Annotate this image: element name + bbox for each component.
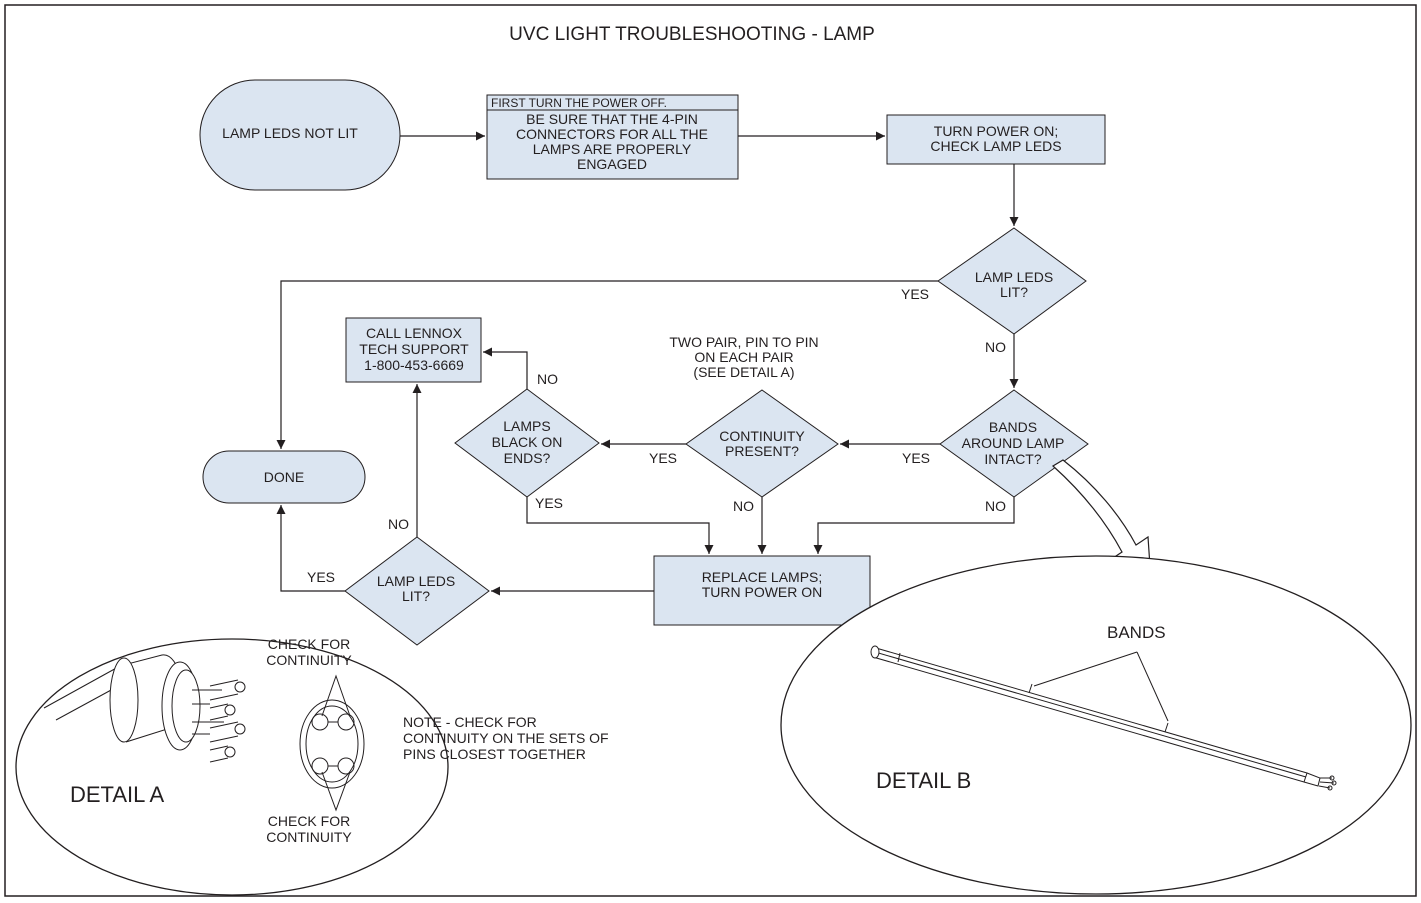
decision-leds-lit-2: LAMP LEDS LIT? [344,536,490,646]
diagram-title: UVC LIGHT TROUBLESHOOTING - LAMP [509,24,875,45]
lamp-tube-illustration [870,645,1337,791]
pin-layout-illustration [299,674,365,812]
continuity-note-line-1: TWO PAIR, PIN TO PIN [669,334,818,350]
decision-black-ends-line-3: ENDS? [504,450,551,466]
first-step-line-4: ENGAGED [577,156,647,172]
edge-label-yes: YES [902,450,930,466]
edge-label-no: NO [733,498,754,514]
edge-black-ends-yes-to-replace [526,497,714,554]
done-node: DONE [202,450,366,504]
replace-lamps-line-1: REPLACE LAMPS; [702,569,823,585]
edge-label-no: NO [985,339,1006,355]
replace-lamps-line-2: TURN POWER ON [702,584,823,600]
detail-a-note-line-3: PINS CLOSEST TOGETHER [403,746,586,762]
detail-a: CHECK FOR CONTINUITY CHECK FOR CONTINUIT… [15,636,609,896]
detail-a-label: DETAIL A [70,782,164,807]
edge-label-no: NO [985,498,1006,514]
replace-lamps-box: REPLACE LAMPS; TURN POWER ON [653,555,871,626]
start-node: LAMP LEDS NOT LIT [199,79,401,191]
turn-power-on-line-2: CHECK LAMP LEDS [930,138,1061,154]
decision-bands-line-1: BANDS [989,419,1037,435]
continuity-note-line-2: ON EACH PAIR [694,349,793,365]
decision-continuity: CONTINUITY PRESENT? [685,389,839,498]
turn-power-on-line-1: TURN POWER ON; [934,123,1058,139]
decision-leds-lit-2-line-2: LIT? [402,588,430,604]
first-step-header: FIRST TURN THE POWER OFF. [491,96,667,110]
start-label: LAMP LEDS NOT LIT [222,125,358,141]
continuity-note-line-3: (SEE DETAIL A) [693,364,794,380]
detail-b: BANDS DETAIL B [780,459,1412,895]
edge-black-ends-no-to-call [483,347,528,389]
detail-a-note-line-1: NOTE - CHECK FOR [403,714,537,730]
edge-label-yes: YES [307,569,335,585]
detail-a-check-top-line-1: CHECK FOR [268,636,350,652]
detail-a-check-top-line-2: CONTINUITY [266,652,352,668]
decision-continuity-line-1: CONTINUITY [719,428,805,444]
edge-label-yes: YES [535,495,563,511]
first-step-line-1: BE SURE THAT THE 4-PIN [526,111,698,127]
decision-leds-lit-line-2: LIT? [1000,284,1028,300]
edge-label-yes: YES [649,450,677,466]
decision-leds-lit-2-line-1: LAMP LEDS [377,573,455,589]
detail-a-note-line-2: CONTINUITY ON THE SETS OF [403,730,609,746]
bands-pointer-line [1136,651,1169,722]
edge-leds-lit-yes-to-done [276,280,938,449]
call-support-line-1: CALL LENNOX [366,325,463,341]
edge-label-no: NO [537,371,558,387]
first-step-box: FIRST TURN THE POWER OFF. BE SURE THAT T… [486,94,739,180]
edge-bands-no-to-replace [813,497,1015,554]
edge-label-yes: YES [901,286,929,302]
detail-a-check-bottom-line-2: CONTINUITY [266,829,352,845]
first-step-line-2: CONNECTORS FOR ALL THE [516,126,708,142]
decision-continuity-line-2: PRESENT? [725,443,799,459]
call-support-line-2: TECH SUPPORT [359,341,469,357]
call-support-phone: 1-800-453-6669 [364,357,464,373]
page-frame [4,4,1417,897]
first-step-line-3: LAMPS ARE PROPERLY [533,141,692,157]
bands-pointer-line [1033,651,1138,687]
edge-label-no: NO [388,516,409,532]
detail-a-check-bottom-line-1: CHECK FOR [268,813,350,829]
bands-label: BANDS [1107,623,1166,642]
decision-black-ends-line-2: BLACK ON [492,434,563,450]
decision-leds-lit-line-1: LAMP LEDS [975,269,1053,285]
lamp-connector-illustration [43,654,246,763]
call-support-box: CALL LENNOX TECH SUPPORT 1-800-453-6669 [345,317,482,383]
decision-bands-line-2: AROUND LAMP [962,435,1065,451]
decision-leds-lit: LAMP LEDS LIT? [937,227,1087,335]
done-label: DONE [264,469,304,485]
decision-black-ends: LAMPS BLACK ON ENDS? [454,388,600,498]
edge-leds-lit-2-yes-to-done [276,505,345,592]
decision-bands: BANDS AROUND LAMP INTACT? [939,389,1089,498]
decision-black-ends-line-1: LAMPS [503,418,550,434]
detail-b-label: DETAIL B [876,768,971,793]
turn-power-on-box: TURN POWER ON; CHECK LAMP LEDS [886,114,1106,165]
decision-bands-line-3: INTACT? [984,451,1042,467]
